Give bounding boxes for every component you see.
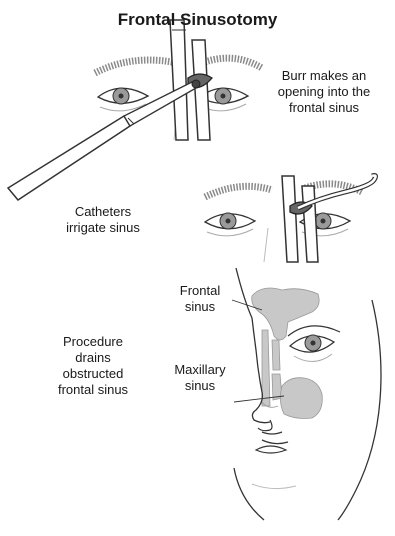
retractor [170, 20, 188, 140]
catheters-label: Catheters irrigate sinus [40, 204, 166, 236]
panel-sinuses [232, 268, 381, 520]
burr-label: Burr makes an opening into the frontal s… [258, 68, 390, 116]
procedure-label: Procedure drains obstructed frontal sinu… [38, 334, 148, 398]
right-eyebrow [205, 58, 262, 68]
panel-burr [8, 20, 262, 200]
left-eyebrow [95, 60, 172, 73]
maxillary-sinus-shape [280, 378, 322, 419]
maxillary-sinus-label: Maxillary sinus [160, 362, 240, 394]
frontal-sinus-label: Frontal sinus [160, 283, 240, 315]
panel-catheters [205, 176, 376, 263]
page-title: Frontal Sinusotomy [0, 10, 395, 30]
left-eyebrow-2 [205, 186, 272, 197]
burr-drill [8, 116, 130, 200]
